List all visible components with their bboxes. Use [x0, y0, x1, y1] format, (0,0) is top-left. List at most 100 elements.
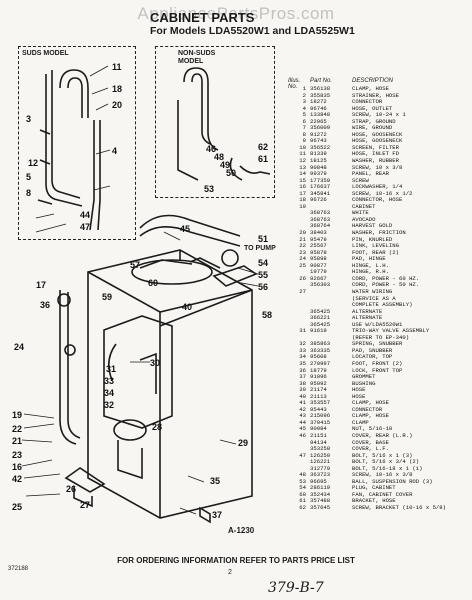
part-illus-no: 5	[302, 111, 306, 119]
callout-45: 45	[180, 224, 190, 234]
part-number: 25567	[310, 242, 327, 250]
part-illus-no: 26	[299, 274, 306, 282]
part-number: 91272	[310, 130, 327, 138]
callout-59: 59	[102, 292, 112, 302]
to-pump-label: TO PUMP	[244, 245, 276, 252]
part-number: 368763	[310, 209, 331, 217]
part-number: 96726	[310, 196, 327, 204]
callout-42: 42	[12, 474, 22, 484]
part-illus-no: 10	[299, 143, 306, 151]
parts-list-row: 365425 ALTERNATE	[288, 307, 468, 316]
part-description: HOSE	[352, 392, 366, 400]
part-description: HOSE, OUTLET	[352, 104, 393, 112]
callout-48: 48	[214, 152, 224, 162]
part-description: PLUG, CABINET	[352, 484, 396, 492]
part-description: CORD, POWER - 50 HZ.	[352, 281, 420, 289]
part-number: 38403	[310, 229, 327, 237]
callout-44: 44	[80, 210, 90, 220]
callout-32: 32	[104, 400, 114, 410]
suds-model-label: SUDS MODEL	[22, 50, 69, 57]
figure-number: A-1230	[228, 526, 255, 535]
part-illus-no: 61	[299, 497, 306, 505]
callout-47: 47	[80, 222, 90, 232]
part-description: ALTERNATE	[352, 307, 383, 315]
part-number: 356009	[310, 124, 331, 132]
watermark: AppliancePartsPros.com	[137, 4, 335, 23]
part-illus-no: 34	[299, 353, 306, 361]
callout-25: 25	[12, 502, 22, 512]
part-number: 355835	[310, 91, 331, 99]
part-description: COMPLETE ASSEMBLY)	[352, 301, 413, 309]
part-description: WHITE	[352, 209, 369, 217]
part-number: 18272	[310, 98, 327, 106]
callout-55: 55	[258, 270, 268, 280]
part-number: 95608	[310, 353, 327, 361]
part-number: 90984	[310, 425, 327, 433]
part-illus-no: 12	[299, 157, 306, 165]
part-description: SCREW, 10-16 x 1/2	[352, 189, 413, 197]
part-number: 95443	[310, 405, 327, 413]
callout-28: 28	[152, 422, 162, 432]
part-illus-no: 62	[299, 504, 306, 511]
part-description: LINK, LEVELING	[352, 242, 399, 250]
part-number: 96695	[310, 477, 327, 485]
part-number: 365425	[310, 307, 331, 315]
part-number: 177359	[310, 176, 331, 184]
callout-40: 40	[182, 302, 192, 312]
part-description: CLAMP, HOSE	[352, 412, 389, 420]
parts-list-row: 368763 WHITE	[288, 210, 468, 217]
part-number: 385863	[310, 340, 331, 348]
part-illus-no: 14	[299, 170, 306, 178]
callout-12: 12	[28, 158, 38, 168]
col-part-no: Part No.	[310, 78, 333, 84]
part-number: 21113	[310, 392, 327, 400]
callout-3: 3	[26, 114, 31, 124]
part-number: 126221	[310, 458, 331, 466]
handwritten-note: 379-B-7	[268, 580, 324, 596]
part-illus-no: 6	[302, 117, 306, 125]
part-description: HOSE	[352, 386, 366, 394]
part-description: COVER, BASE	[352, 438, 389, 446]
callout-30: 30	[150, 358, 160, 368]
part-description: WATER WIRING	[352, 287, 393, 295]
part-number: 18125	[310, 157, 327, 165]
callout-50: 50	[226, 168, 236, 178]
nonsuds-model-inset	[155, 46, 275, 198]
part-description: CLAMP, HOSE	[352, 85, 389, 92]
callout-26: 26	[66, 484, 76, 494]
part-description: (REFER TO EP-340)	[352, 333, 410, 341]
part-illus-no: 11	[299, 150, 306, 158]
part-description: BOLT, 5/16 x 1 (3)	[352, 451, 413, 459]
part-description: (SERVICE AS A	[352, 294, 396, 302]
callout-29: 29	[238, 438, 248, 448]
part-description: SCREW, 10 x 3/8	[352, 163, 403, 171]
callout-58: 58	[262, 310, 272, 320]
ordering-footer: FOR ORDERING INFORMATION REFER TO PARTS …	[117, 556, 355, 565]
part-number: 353250	[310, 445, 331, 453]
col-description: DESCRIPTION	[352, 78, 394, 84]
callout-5: 5	[26, 172, 31, 182]
